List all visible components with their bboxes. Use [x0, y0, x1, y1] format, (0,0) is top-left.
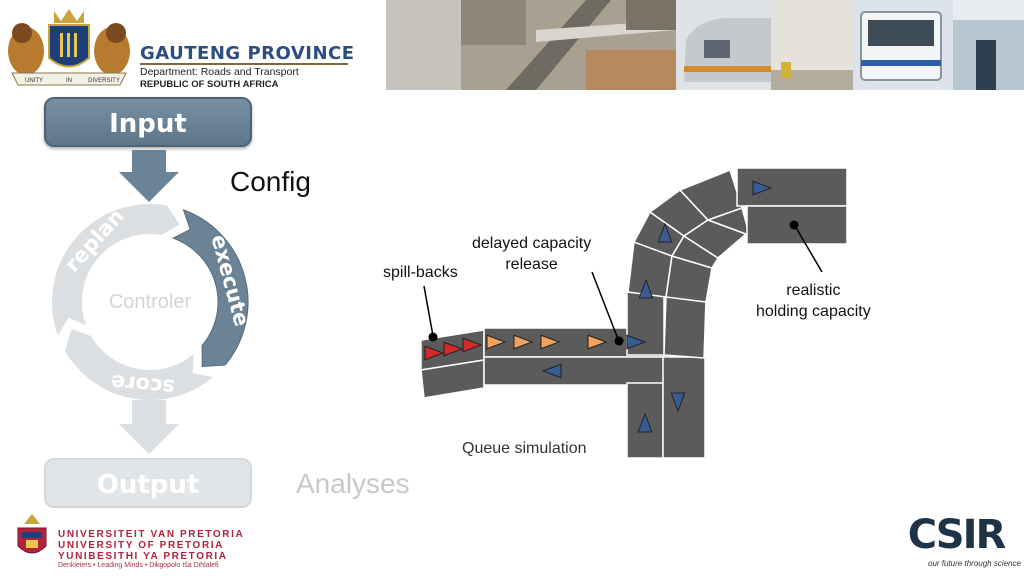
- csir-wordmark: CSIR: [908, 512, 1006, 556]
- vehicle-marker: [443, 341, 464, 357]
- department-name: Department: Roads and Transport: [140, 66, 299, 78]
- up-english-name: UNIVERSITY OF PRETORIA: [58, 540, 224, 551]
- execute-label: execute: [206, 232, 253, 329]
- vehicle-marker: [670, 392, 686, 413]
- vehicle-marker: [752, 180, 773, 196]
- output-down-arrow: [119, 400, 179, 454]
- crest-motto-left: UNITY: [25, 78, 43, 84]
- vehicle-marker: [462, 337, 483, 353]
- csir-tagline: our future through science: [928, 559, 1021, 568]
- output-box: Output: [44, 458, 252, 508]
- transport-photo-banner: [386, 0, 1024, 90]
- crest-motto-mid: IN: [66, 78, 72, 84]
- vehicle-marker: [626, 334, 647, 350]
- delayed-release-line2: release: [505, 256, 558, 273]
- delayed-release-dot: [614, 336, 624, 346]
- spill-backs-dot: [428, 332, 438, 342]
- delayed-release-label: delayed capacity release: [472, 233, 591, 275]
- queue-simulation-diagram: [420, 167, 848, 459]
- vehicle-marker: [657, 222, 673, 243]
- holding-capacity-dot: [789, 220, 799, 230]
- controller-label: Controler: [109, 291, 192, 313]
- gauteng-coat-of-arms: UNITY IN DIVERSITY: [8, 9, 130, 86]
- holding-capacity-line1: realistic: [786, 282, 841, 299]
- controller-cycle-diagram: Controler execute score replan: [52, 150, 254, 454]
- input-down-arrow: [119, 150, 179, 202]
- vehicle-marker: [513, 334, 534, 350]
- vehicle-marker: [540, 334, 561, 350]
- spill-backs-label: spill-backs: [383, 264, 458, 281]
- spill-backs-pointer: [423, 285, 434, 337]
- vehicle-marker: [638, 278, 654, 299]
- vehicle-marker: [541, 363, 562, 379]
- replan-segment: [52, 204, 180, 336]
- university-of-pretoria-crest: [17, 514, 47, 554]
- delayed-release-pointer: [591, 271, 619, 340]
- vehicle-marker: [637, 412, 653, 433]
- input-box: Input: [44, 97, 252, 147]
- config-label: Config: [230, 166, 311, 197]
- queue-simulation-caption: Queue simulation: [462, 440, 587, 457]
- execute-segment: [172, 209, 249, 368]
- score-label: score: [110, 370, 176, 399]
- gauteng-title: GAUTENG PROVINCE: [140, 43, 355, 64]
- crest-motto-right: DIVERSITY: [88, 78, 120, 84]
- holding-capacity-label: realistic holding capacity: [756, 280, 871, 322]
- up-motto: Denkleiers • Leading Minds • Dikgopolo t…: [58, 562, 219, 569]
- score-segment: [65, 329, 213, 401]
- holding-capacity-pointer: [794, 225, 823, 273]
- road-segment: [662, 356, 706, 459]
- analyses-label: Analyses: [296, 468, 410, 499]
- vehicle-marker: [587, 334, 608, 350]
- vehicle-marker: [424, 345, 445, 361]
- up-afrikaans-name: UNIVERSITEIT VAN PRETORIA: [58, 529, 245, 540]
- delayed-release-line1: delayed capacity: [472, 235, 592, 252]
- road-segment: [420, 359, 485, 399]
- road-segment: [483, 356, 667, 386]
- vehicle-marker: [486, 334, 507, 350]
- country-name: REPUBLIC OF SOUTH AFRICA: [140, 79, 279, 90]
- csir-logo: CSIR: [908, 512, 1008, 556]
- up-sepedi-name: YUNIBESITHI YA PRETORIA: [58, 551, 228, 562]
- road-segment: [663, 296, 707, 359]
- header-rule: [140, 63, 348, 65]
- holding-capacity-line2: holding capacity: [756, 303, 871, 320]
